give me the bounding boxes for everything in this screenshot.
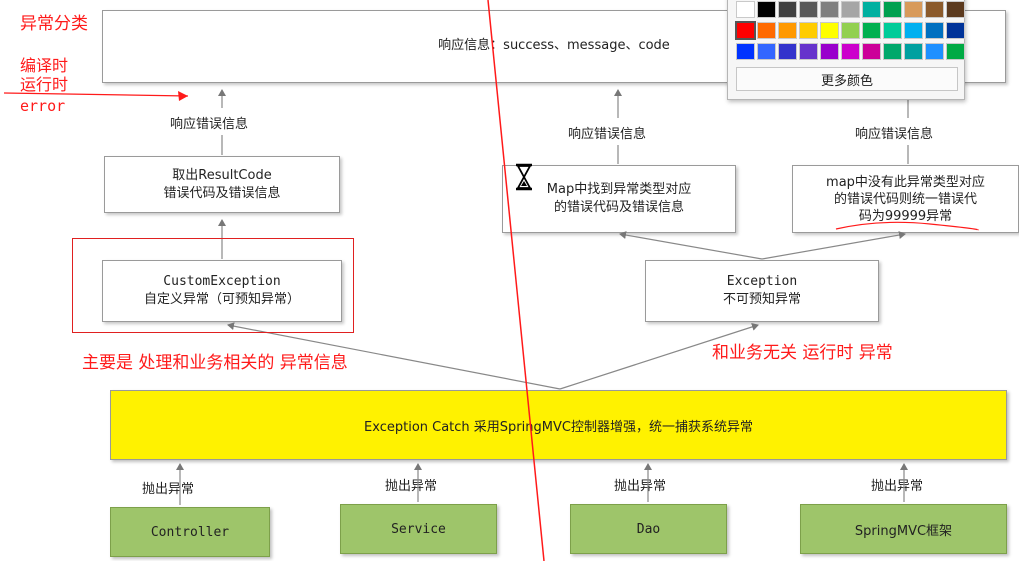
map-not-found-line2: 的错误代码则统一错误代 bbox=[833, 191, 977, 207]
color-picker-popup: 更多颜色 bbox=[727, 0, 965, 100]
source-dao: Dao bbox=[570, 504, 727, 554]
color-swatch[interactable] bbox=[820, 43, 839, 60]
hourglass-icon bbox=[516, 163, 532, 191]
map-not-found-box: map中没有此异常类型对应 的错误代码则统一错误代 码为99999异常 bbox=[792, 165, 1019, 233]
source-controller: Controller bbox=[110, 507, 270, 557]
category-title: 异常分类 bbox=[20, 14, 88, 34]
response-error-label-left: 响应错误信息 bbox=[170, 117, 249, 132]
exception-box: Exception 不可预知异常 bbox=[645, 260, 879, 322]
result-code-box: 取出ResultCode 错误代码及错误信息 bbox=[104, 156, 340, 213]
swatch-row-1 bbox=[736, 1, 965, 18]
result-code-line2: 错误代码及错误信息 bbox=[163, 185, 281, 201]
response-error-label-right: 响应错误信息 bbox=[855, 127, 934, 142]
exception-catch-box: Exception Catch 采用SpringMVC控制器增强，统一捕获系统异… bbox=[110, 390, 1007, 460]
swatch-row-2 bbox=[735, 21, 965, 40]
color-swatch[interactable] bbox=[799, 1, 818, 18]
source-service-label: Service bbox=[391, 521, 446, 537]
color-swatch[interactable] bbox=[904, 1, 923, 18]
color-swatch[interactable] bbox=[841, 43, 860, 60]
more-colors-button[interactable]: 更多颜色 bbox=[736, 67, 958, 91]
map-found-line2: 的错误代码及错误信息 bbox=[553, 200, 684, 215]
throw-label-springmvc: 抛出异常 bbox=[871, 479, 924, 494]
color-swatch[interactable] bbox=[736, 1, 755, 18]
color-swatch[interactable] bbox=[925, 22, 944, 39]
color-swatch[interactable] bbox=[946, 43, 965, 60]
color-swatch[interactable] bbox=[757, 22, 776, 39]
color-swatch[interactable] bbox=[735, 21, 756, 40]
color-swatch[interactable] bbox=[757, 1, 776, 18]
map-not-found-line3: 码为99999异常 bbox=[858, 208, 953, 224]
source-springmvc: SpringMVC框架 bbox=[800, 504, 1007, 554]
map-found-line1: Map中找到异常类型对应 bbox=[546, 182, 692, 197]
error-label: error bbox=[20, 97, 66, 115]
custom-exception-line1: CustomException bbox=[163, 274, 281, 289]
map-found-box: Map中找到异常类型对应 的错误代码及错误信息 bbox=[502, 165, 736, 233]
custom-exception-box: CustomException 自定义异常（可预知异常） bbox=[102, 260, 342, 322]
color-swatch[interactable] bbox=[820, 1, 839, 18]
color-swatch[interactable] bbox=[904, 43, 923, 60]
color-swatch[interactable] bbox=[946, 22, 965, 39]
compile-time-label: 编译时 bbox=[20, 56, 69, 75]
exception-catch-text: Exception Catch 采用SpringMVC控制器增强，统一捕获系统异… bbox=[364, 419, 753, 435]
map-not-found-line1: map中没有此异常类型对应 bbox=[826, 174, 985, 190]
color-swatch[interactable] bbox=[925, 43, 944, 60]
exception-line2: 不可预知异常 bbox=[722, 292, 801, 307]
response-error-label-middle: 响应错误信息 bbox=[568, 127, 647, 142]
color-swatch[interactable] bbox=[925, 1, 944, 18]
color-swatch[interactable] bbox=[841, 22, 860, 39]
swatch-row-3 bbox=[736, 43, 965, 60]
throw-label-dao: 抛出异常 bbox=[614, 479, 667, 494]
color-swatch[interactable] bbox=[736, 43, 755, 60]
arrow-exception-to-mapnot bbox=[761, 231, 906, 260]
color-swatch[interactable] bbox=[946, 1, 965, 18]
arrow-exception-to-mapfound bbox=[619, 231, 763, 260]
source-springmvc-label: SpringMVC框架 bbox=[854, 523, 953, 539]
non-business-note: 和业务无关 运行时 异常 bbox=[712, 343, 893, 363]
business-exception-highlight bbox=[72, 238, 354, 333]
color-swatch[interactable] bbox=[883, 1, 902, 18]
color-swatch[interactable] bbox=[883, 22, 902, 39]
color-swatch[interactable] bbox=[799, 43, 818, 60]
throw-label-controller: 抛出异常 bbox=[142, 482, 195, 497]
color-swatch[interactable] bbox=[904, 22, 923, 39]
color-swatch[interactable] bbox=[862, 22, 881, 39]
red-diagonal-strike bbox=[487, 0, 545, 561]
source-dao-label: Dao bbox=[636, 521, 661, 537]
source-controller-label: Controller bbox=[150, 524, 230, 540]
color-swatch[interactable] bbox=[841, 1, 860, 18]
color-swatch[interactable] bbox=[799, 22, 818, 39]
color-swatch[interactable] bbox=[820, 22, 839, 39]
response-info-text: 响应信息：success、message、code bbox=[438, 38, 670, 53]
color-swatch[interactable] bbox=[862, 1, 881, 18]
source-service: Service bbox=[340, 504, 497, 554]
color-swatch[interactable] bbox=[778, 43, 797, 60]
color-swatch[interactable] bbox=[757, 43, 776, 60]
color-swatch[interactable] bbox=[778, 22, 797, 39]
color-swatch[interactable] bbox=[862, 43, 881, 60]
red-pointer-arrowhead bbox=[178, 91, 188, 101]
result-code-line1: 取出ResultCode bbox=[172, 167, 272, 183]
color-swatch[interactable] bbox=[883, 43, 902, 60]
business-note: 主要是 处理和业务相关的 异常信息 bbox=[82, 353, 348, 373]
throw-label-service: 抛出异常 bbox=[385, 479, 438, 494]
more-colors-label: 更多颜色 bbox=[820, 73, 873, 89]
exception-line1: Exception bbox=[726, 274, 798, 289]
color-swatch[interactable] bbox=[778, 1, 797, 18]
runtime-label: 运行时 bbox=[20, 75, 69, 94]
custom-exception-line2: 自定义异常（可预知异常） bbox=[143, 292, 300, 307]
